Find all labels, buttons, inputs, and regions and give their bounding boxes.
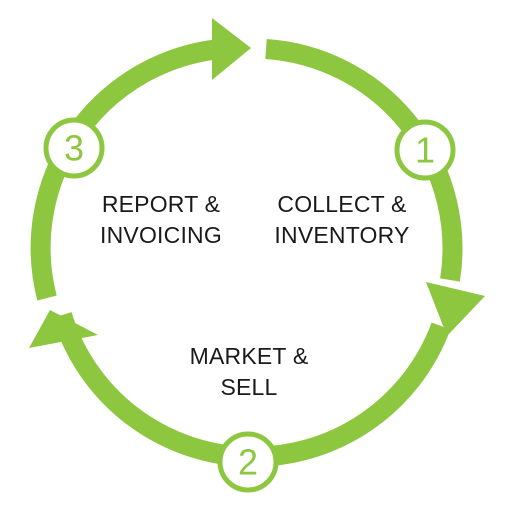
stage-number-2: 2 xyxy=(238,442,258,483)
arrowhead-report xyxy=(212,18,251,80)
stage-number-3: 3 xyxy=(64,128,84,169)
stage-badge-2: 2 xyxy=(217,431,279,493)
stage-label-market-sell: MARKET & SELL xyxy=(154,341,344,403)
stage-label-line: COLLECT & xyxy=(277,191,407,217)
stage-label-line: SELL xyxy=(220,374,278,400)
stage-label-line: REPORT & xyxy=(101,191,221,217)
stage-label-line: INVENTORY xyxy=(274,222,410,248)
stage-label-collect-inventory: COLLECT & INVENTORY xyxy=(247,189,437,251)
stage-label-report-invoicing: REPORT & INVOICING xyxy=(66,189,256,251)
stage-badge-3: 3 xyxy=(43,117,105,179)
arrowhead-collect xyxy=(426,282,485,336)
stage-number-1: 1 xyxy=(415,130,435,171)
stage-label-line: INVOICING xyxy=(100,222,222,248)
arrowhead-market xyxy=(29,310,98,348)
arc-collect xyxy=(265,39,463,282)
stage-label-line: MARKET & xyxy=(189,343,309,369)
stage-badge-1: 1 xyxy=(394,119,456,181)
